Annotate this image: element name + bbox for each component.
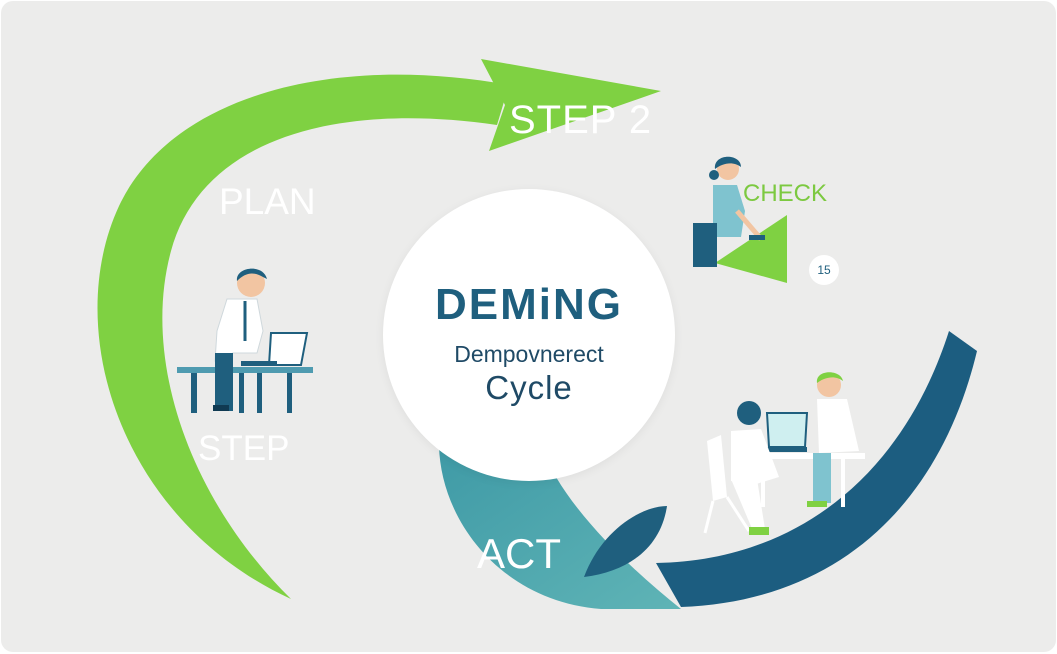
center-subtitle-cycle: Cycle bbox=[485, 369, 573, 406]
step-label: STEP bbox=[198, 429, 290, 468]
center-title: DEMiNG bbox=[435, 280, 623, 329]
plan-label: PLAN bbox=[219, 181, 316, 222]
two-people-meeting-icon bbox=[703, 372, 865, 535]
person-at-laptop-icon bbox=[177, 268, 313, 413]
check-triangle bbox=[715, 215, 787, 283]
plan-arrow-head bbox=[481, 59, 661, 151]
step2-label: STEP 2 bbox=[509, 98, 653, 142]
act-label: ACT bbox=[477, 530, 561, 577]
person-writing-icon bbox=[693, 156, 765, 267]
center-subtitle: Dempovnerect bbox=[454, 341, 604, 367]
step-number-badge: 15 bbox=[809, 255, 839, 285]
center-circle: DEMiNG Dempovnerect Cycle bbox=[383, 189, 675, 481]
leaf-icon bbox=[584, 506, 667, 577]
check-arc bbox=[656, 331, 977, 607]
act-swoosh bbox=[439, 446, 681, 609]
check-label: CHECK bbox=[743, 180, 828, 207]
